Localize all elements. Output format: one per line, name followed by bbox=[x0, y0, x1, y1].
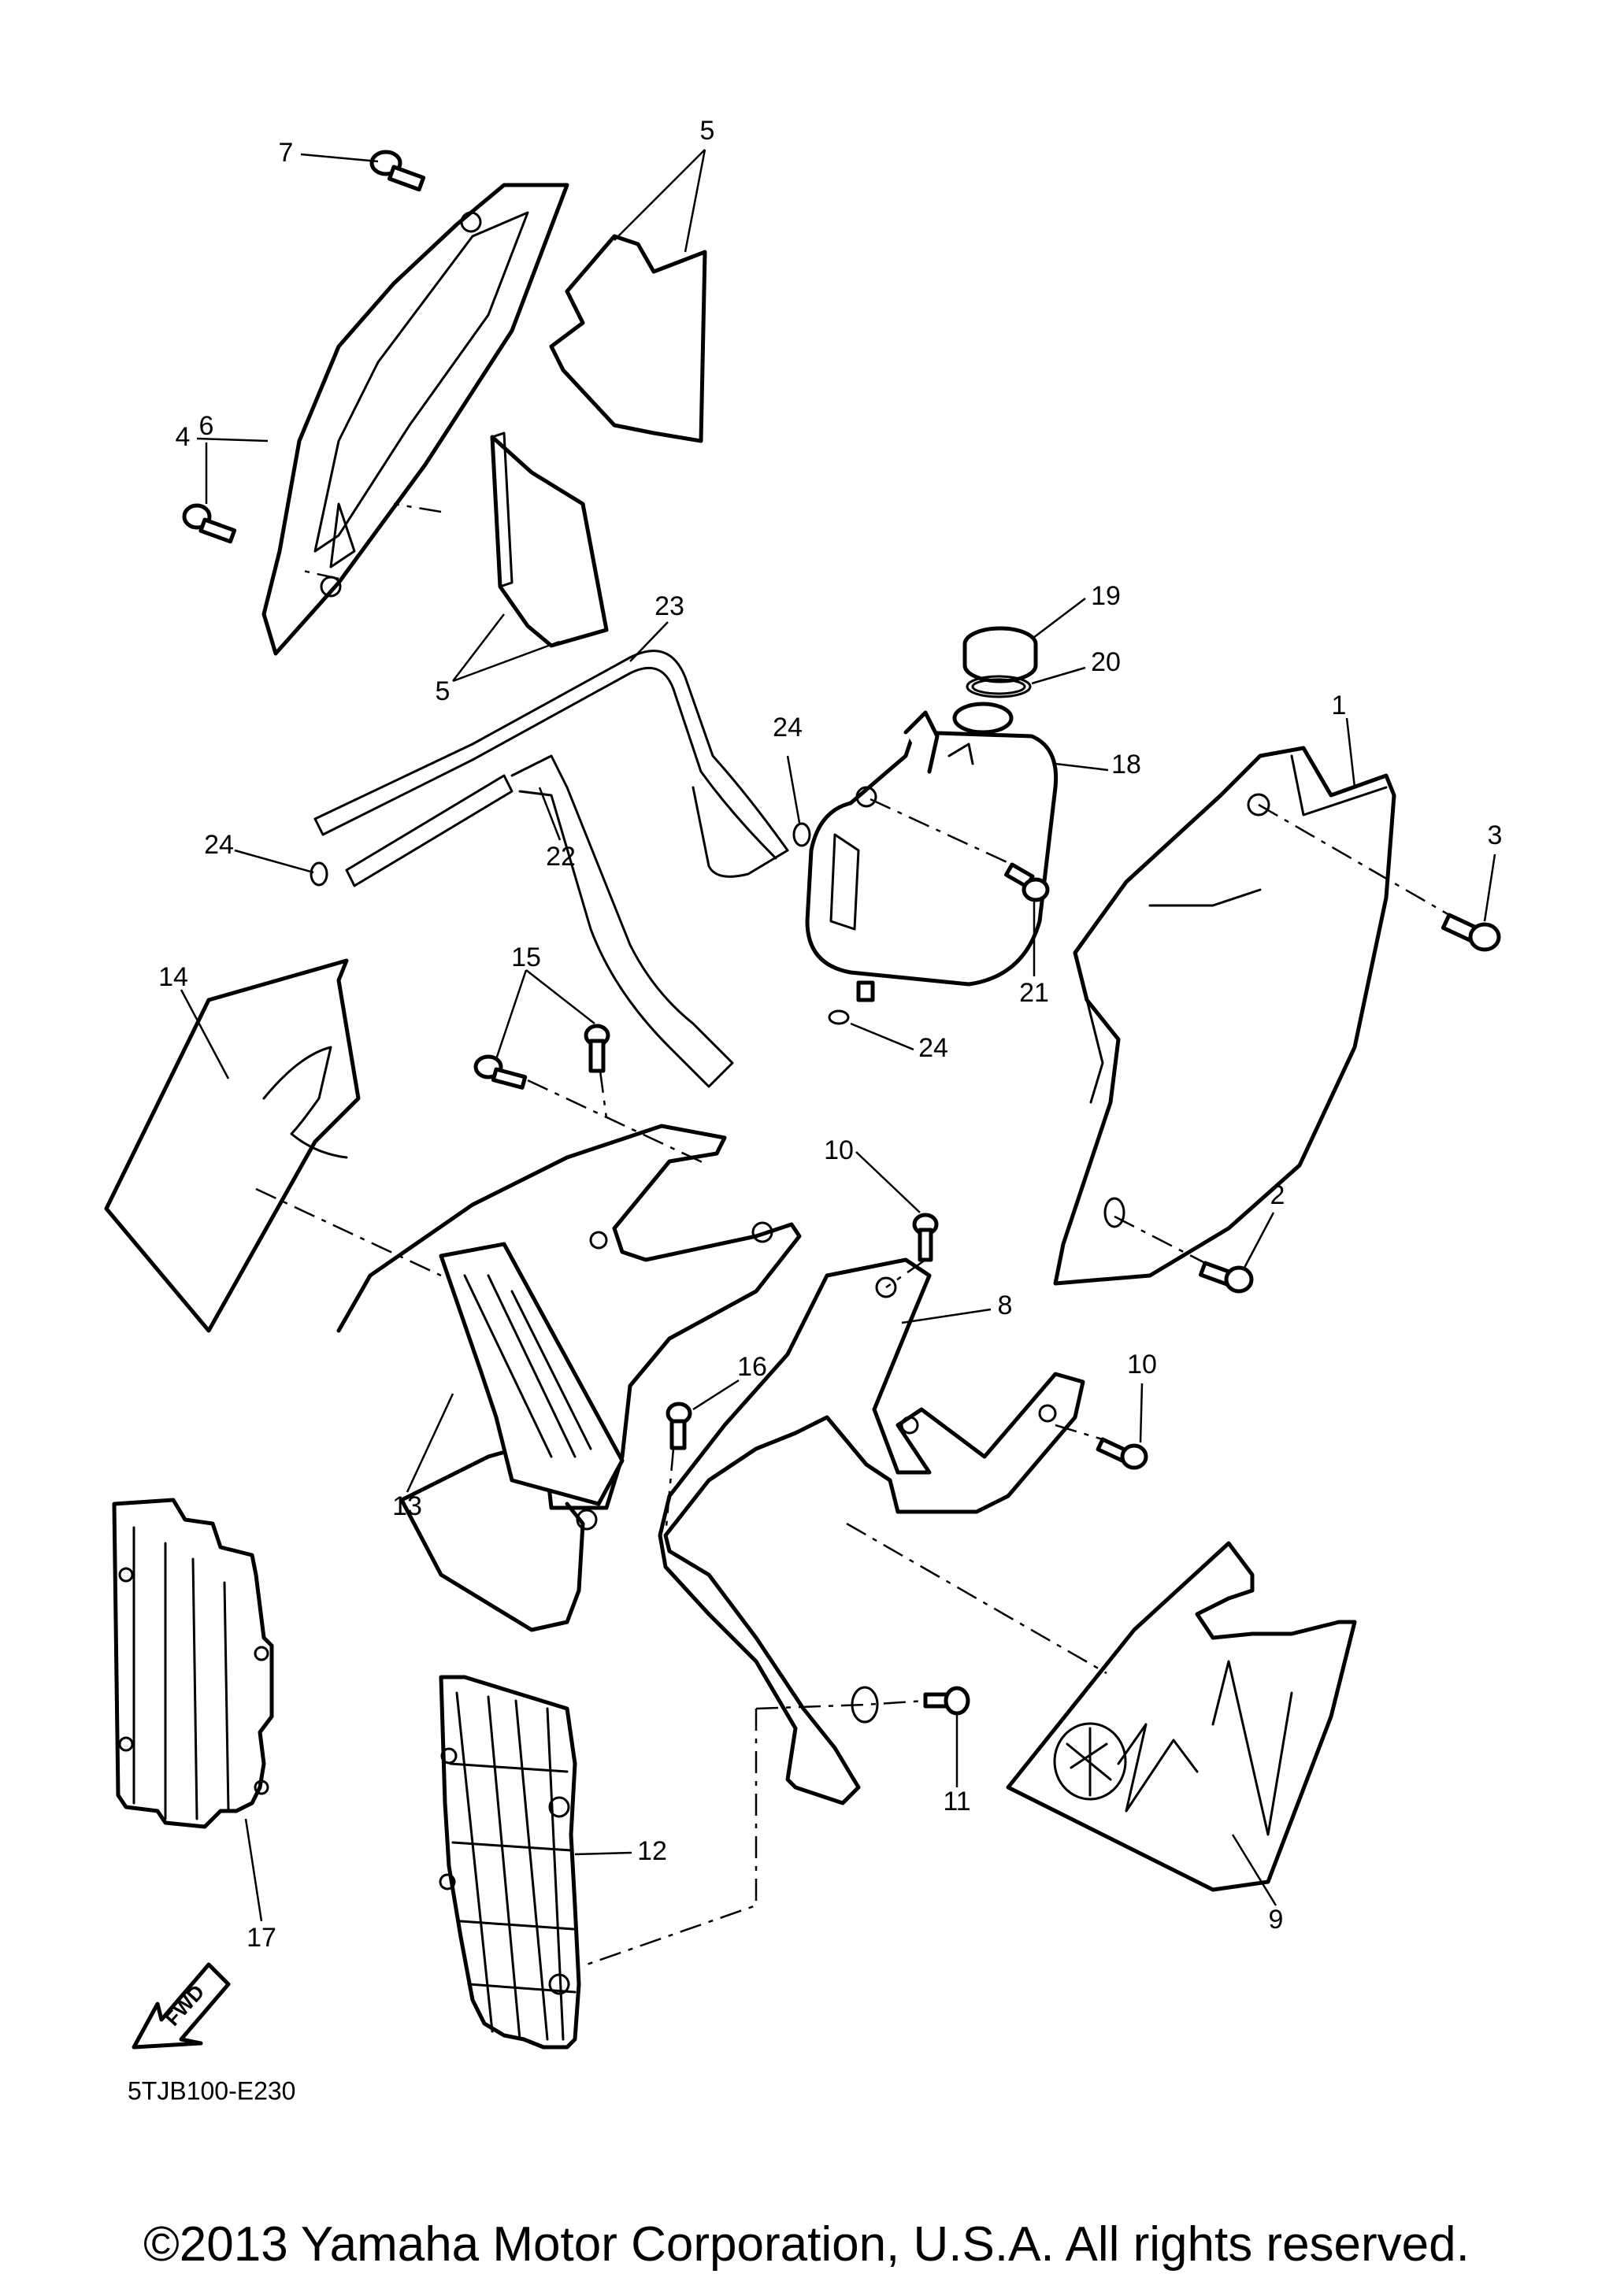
part-3-bolt bbox=[1441, 913, 1501, 952]
copyright-notice: ©2013 Yamaha Motor Corporation, U.S.A. A… bbox=[143, 2217, 1470, 2272]
part-17-radiator-guard bbox=[112, 1498, 274, 1829]
part-21-bolt bbox=[1004, 862, 1050, 902]
part-10-bolt-right bbox=[1096, 1437, 1148, 1470]
callout-2: 2 bbox=[1270, 1180, 1285, 1210]
callout-16: 16 bbox=[737, 1352, 767, 1382]
diagram-code: 5TJB100-E230 bbox=[128, 2076, 295, 2105]
part-23-hose bbox=[313, 650, 789, 878]
part-24-clamp-lower bbox=[828, 1009, 850, 1025]
part-11-bolt bbox=[923, 1686, 970, 1716]
callout-24-mid: 24 bbox=[773, 713, 803, 742]
fwd-arrow-icon: FWD bbox=[132, 1962, 231, 2050]
part-19-cap bbox=[962, 626, 1038, 683]
callout-17: 17 bbox=[247, 1923, 276, 1953]
callout-24-lower: 24 bbox=[918, 1033, 948, 1063]
part-4-side-cover bbox=[261, 183, 569, 656]
part-15-bolt-a bbox=[473, 1054, 528, 1090]
callout-20: 20 bbox=[1091, 647, 1121, 677]
callout-5-lower: 5 bbox=[436, 676, 451, 706]
part-15-bolt-b bbox=[584, 1024, 610, 1073]
part-12-radiator-guard bbox=[439, 1675, 581, 2050]
callout-23: 23 bbox=[654, 591, 684, 621]
callout-6: 6 bbox=[199, 411, 214, 441]
part-5-decal-upper bbox=[549, 234, 707, 443]
callout-11: 11 bbox=[943, 1787, 970, 1816]
callout-15: 15 bbox=[511, 942, 541, 972]
part-22-hose bbox=[345, 754, 734, 1088]
part-14-decal bbox=[104, 958, 361, 1333]
part-6-bolt bbox=[182, 503, 237, 544]
callout-19: 19 bbox=[1091, 581, 1121, 611]
part-2-bolt bbox=[1199, 1261, 1254, 1294]
part-10-bolt-upper bbox=[912, 1213, 939, 1262]
callout-22: 22 bbox=[546, 842, 576, 872]
part-24-clamp-mid bbox=[792, 822, 811, 847]
callout-10-upper: 10 bbox=[824, 1135, 854, 1165]
callout-13: 13 bbox=[392, 1491, 422, 1521]
callout-14: 14 bbox=[158, 962, 188, 992]
part-5-decal-lower bbox=[490, 431, 609, 648]
part-24-clamp-left bbox=[310, 861, 328, 887]
part-13-radiator-shroud bbox=[336, 1124, 802, 1632]
callout-21: 21 bbox=[1019, 978, 1049, 1008]
assembly-lines bbox=[255, 502, 1450, 1966]
part-7-bolt bbox=[369, 150, 426, 192]
callout-4: 4 bbox=[176, 422, 191, 452]
callout-12: 12 bbox=[637, 1836, 667, 1866]
leader-lines bbox=[180, 149, 1496, 1922]
callout-8: 8 bbox=[998, 1291, 1013, 1320]
part-16-bolt bbox=[666, 1402, 692, 1450]
callout-7: 7 bbox=[279, 138, 294, 168]
part-20-o-ring bbox=[966, 675, 1032, 698]
callout-9: 9 bbox=[1269, 1905, 1284, 1935]
part-8-inner-shroud bbox=[658, 1257, 1085, 1805]
callout-labels: 1 2 3 4 5 5 6 7 8 9 10 10 11 12 13 14 15… bbox=[158, 116, 1502, 1953]
callout-3: 3 bbox=[1488, 820, 1503, 850]
part-1-side-cover bbox=[1053, 746, 1396, 1286]
callout-24-left: 24 bbox=[204, 830, 234, 860]
callout-18: 18 bbox=[1111, 750, 1141, 780]
callout-1: 1 bbox=[1332, 691, 1347, 720]
callout-10-right: 10 bbox=[1127, 1350, 1157, 1379]
callout-5-upper: 5 bbox=[700, 116, 715, 146]
part-18-reservoir-tank bbox=[805, 702, 1059, 1002]
part-9-decal bbox=[1006, 1541, 1357, 1892]
